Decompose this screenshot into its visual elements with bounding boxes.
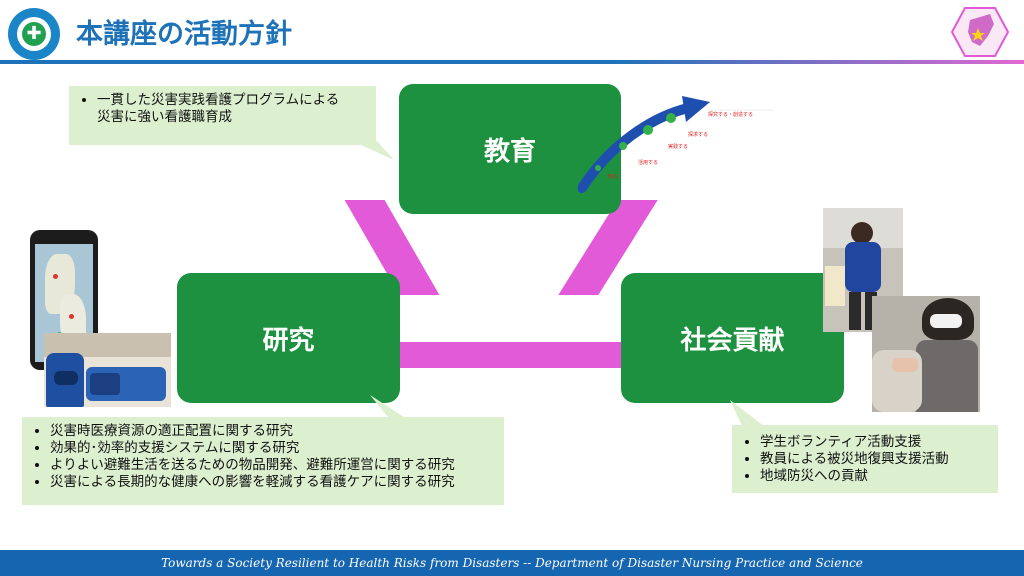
department-logo: ✚ — [8, 8, 60, 60]
callout-education-item: 一貫した災害実践看護プログラムによる 災害に強い看護職育成 — [97, 92, 368, 126]
learning-progression-arrow: 探究する・創造する 探求する 実践する 活用する 知る — [578, 96, 774, 193]
page-title: 本講座の活動方針 — [76, 19, 292, 50]
callout-research-item-4: 災害による長期的な健康への影響を軽減する看護ケアに関する研究 — [50, 474, 496, 491]
arrow-label-5: 知る — [608, 173, 618, 180]
callout-social-item-2: 教員による被災地復興支援活動 — [760, 451, 990, 468]
callout-social-item-1: 学生ボランティア活動支援 — [760, 434, 990, 451]
callout-research-item-2: 効果的･効率的支援システムに関する研究 — [50, 440, 496, 457]
callout-research-item-1: 災害時医療資源の適正配置に関する研究 — [50, 423, 496, 440]
arrow-label-1: 探究する・創造する — [708, 111, 753, 118]
arrow-label-2: 探求する — [688, 131, 708, 138]
arrow-label-4: 活用する — [638, 159, 658, 166]
callout-education: 一貫した災害実践看護プログラムによる 災害に強い看護職育成 — [69, 86, 376, 145]
callout-education-tail — [350, 140, 394, 160]
node-social: 社会貢献 — [621, 273, 844, 403]
callout-social-tail — [730, 400, 764, 426]
callout-social-item-3: 地域防災への貢献 — [760, 468, 990, 485]
connector-research-social — [395, 342, 627, 368]
footer-banner: Towards a Society Resilient to Health Ri… — [0, 550, 1024, 576]
callout-research-tail — [370, 395, 404, 417]
title-underline — [0, 60, 1024, 64]
arrow-label-3: 実践する — [668, 143, 688, 150]
region-map-badge — [950, 7, 1010, 57]
callout-social: 学生ボランティア活動支援 教員による被災地復興支援活動 地域防災への貢献 — [732, 425, 998, 493]
nursing-care-photo — [872, 296, 980, 412]
node-research: 研究 — [177, 273, 400, 403]
callout-research-item-3: よりよい避難生活を送るための物品開発、避難所運営に関する研究 — [50, 457, 496, 474]
callout-research: 災害時医療資源の適正配置に関する研究 効果的･効率的支援システムに関する研究 よ… — [22, 417, 504, 505]
evacuation-shelter-equipment-photo — [44, 333, 171, 407]
